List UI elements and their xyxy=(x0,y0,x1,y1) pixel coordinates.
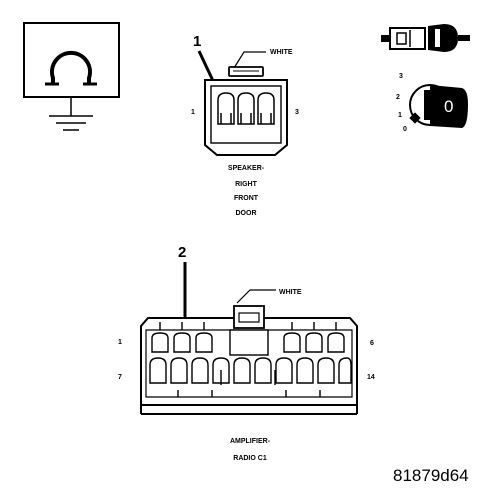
amplifier-connector: 2 WHITE xyxy=(118,244,375,462)
figure-id: 81879d64 xyxy=(393,466,469,485)
speaker-color-label: WHITE xyxy=(270,49,293,56)
amplifier-caption-line-2: RADIO C1 xyxy=(233,455,267,462)
key-cylinder-icon xyxy=(381,24,470,52)
callout-1: 1 xyxy=(193,33,201,50)
key-position-3: 3 xyxy=(399,73,403,80)
speaker-caption-line-4: DOOR xyxy=(236,210,257,217)
speaker-pin-1-label: 1 xyxy=(191,109,195,116)
ohm-ground-icon xyxy=(23,22,120,131)
key-position-0-label: 0 xyxy=(444,97,453,116)
amplifier-caption-line-1: AMPLIFIER- xyxy=(230,438,271,445)
amplifier-pin-1-label: 1 xyxy=(118,339,122,346)
amplifier-color-label: WHITE xyxy=(279,289,302,296)
speaker-pin-3-label: 3 xyxy=(295,109,299,116)
amplifier-top-cavities xyxy=(151,332,345,353)
key-position-0: 0 xyxy=(403,126,407,133)
ignition-key-icon: 0 3 2 1 0 xyxy=(381,24,470,133)
amplifier-pin-14-label: 14 xyxy=(367,374,375,381)
speaker-cavities xyxy=(217,92,275,125)
white-leader-line xyxy=(233,51,266,69)
amplifier-pin-6-label: 6 xyxy=(370,340,374,347)
speaker-caption-line-3: FRONT xyxy=(234,195,259,202)
key-position-1: 1 xyxy=(398,112,402,119)
speaker-connector: 1 WHITE 1 3 SPEAKER- RIGHT FRONT DOOR xyxy=(191,33,299,217)
amplifier-pin-7-label: 7 xyxy=(118,374,122,381)
speaker-caption-line-1: SPEAKER- xyxy=(228,165,265,172)
amplifier-bottom-cavities xyxy=(149,357,352,384)
callout-2: 2 xyxy=(178,244,186,261)
key-position-2: 2 xyxy=(396,94,400,101)
speaker-caption-line-2: RIGHT xyxy=(235,181,258,188)
white-leader-line-2 xyxy=(236,289,276,304)
key-switch-icon: 0 3 2 1 0 xyxy=(396,73,468,133)
